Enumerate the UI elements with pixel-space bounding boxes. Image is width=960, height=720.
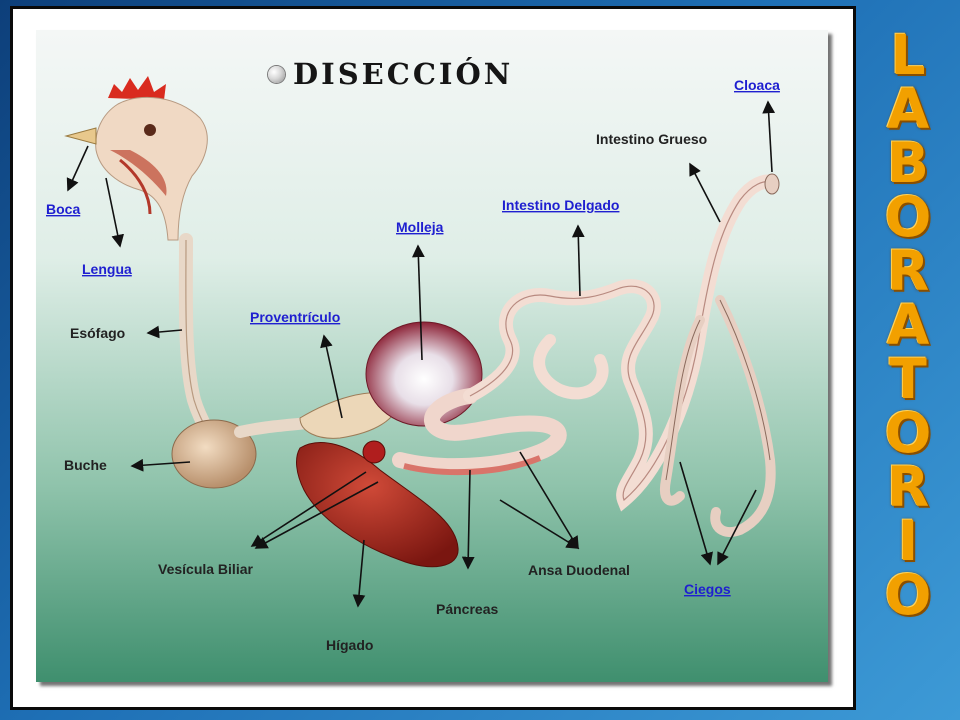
- label-molleja: Molleja: [396, 219, 444, 235]
- side-title-letter: O: [884, 563, 932, 627]
- arrow-molleja: [411, 244, 425, 361]
- arrow-vesicula-1: [250, 471, 367, 547]
- arrow-proventriculo: [320, 334, 343, 419]
- label-proventriculo: Proventrículo: [250, 309, 340, 325]
- label-boca: Boca: [46, 201, 80, 217]
- arrow-ansa-1: [499, 499, 580, 549]
- arrow-lengua: [105, 177, 125, 248]
- sphere-bullet-icon: [268, 65, 285, 83]
- side-title-letter: T: [889, 347, 927, 411]
- arrow-vesicula-2: [254, 481, 379, 549]
- arrow-intestino-grueso: [689, 162, 721, 223]
- title-row: DISECCIÓN: [268, 54, 513, 94]
- cecum-right: [710, 295, 776, 537]
- esophagus-tube: [178, 233, 219, 447]
- label-intestino-grueso: Intestino Grueso: [596, 131, 707, 147]
- side-title-letter: R: [886, 455, 930, 519]
- side-title-letter: O: [884, 401, 932, 465]
- side-title-letter: A: [886, 293, 930, 357]
- arrow-higado: [352, 539, 366, 608]
- arrow-intestino-delgado: [571, 224, 585, 297]
- crop-organ: [171, 419, 257, 489]
- cloaca-organ: [764, 173, 780, 195]
- side-title-letter: I: [897, 509, 919, 573]
- label-ciegos: Ciegos: [684, 581, 731, 597]
- label-ansa-duodenal: Ansa Duodenal: [528, 562, 630, 578]
- label-vesicula-biliar: Vesícula Biliar: [158, 561, 253, 577]
- chicken-head-illustration: [64, 76, 208, 241]
- gizzard-organ: [365, 321, 483, 427]
- arrow-esofago: [146, 325, 183, 339]
- label-intestino-delgado: Intestino Delgado: [502, 197, 619, 213]
- arrow-ansa-2: [519, 451, 579, 550]
- liver-organ: [296, 442, 459, 568]
- arrow-cloaca: [762, 100, 776, 173]
- label-lengua: Lengua: [82, 261, 132, 277]
- slide-title: DISECCIÓN: [293, 57, 514, 91]
- label-cloaca: Cloaca: [734, 77, 780, 93]
- side-title-letter: A: [886, 77, 930, 141]
- side-title-letter: O: [884, 185, 932, 249]
- label-pancreas: Páncreas: [436, 601, 498, 617]
- side-title-letter: B: [887, 131, 929, 195]
- side-title-letter: R: [886, 239, 930, 303]
- arrow-ciegos-2: [717, 489, 757, 566]
- arrow-boca: [66, 145, 89, 192]
- gallbladder-organ: [362, 440, 386, 464]
- arrow-buche: [130, 458, 191, 472]
- arrow-ciegos-1: [679, 461, 713, 566]
- duodenal-loop: [392, 388, 567, 475]
- label-esofago: Esófago: [70, 325, 125, 341]
- side-title-letter: L: [890, 23, 926, 87]
- label-buche: Buche: [64, 457, 107, 473]
- label-higado: Hígado: [326, 637, 373, 653]
- arrow-pancreas: [461, 469, 475, 570]
